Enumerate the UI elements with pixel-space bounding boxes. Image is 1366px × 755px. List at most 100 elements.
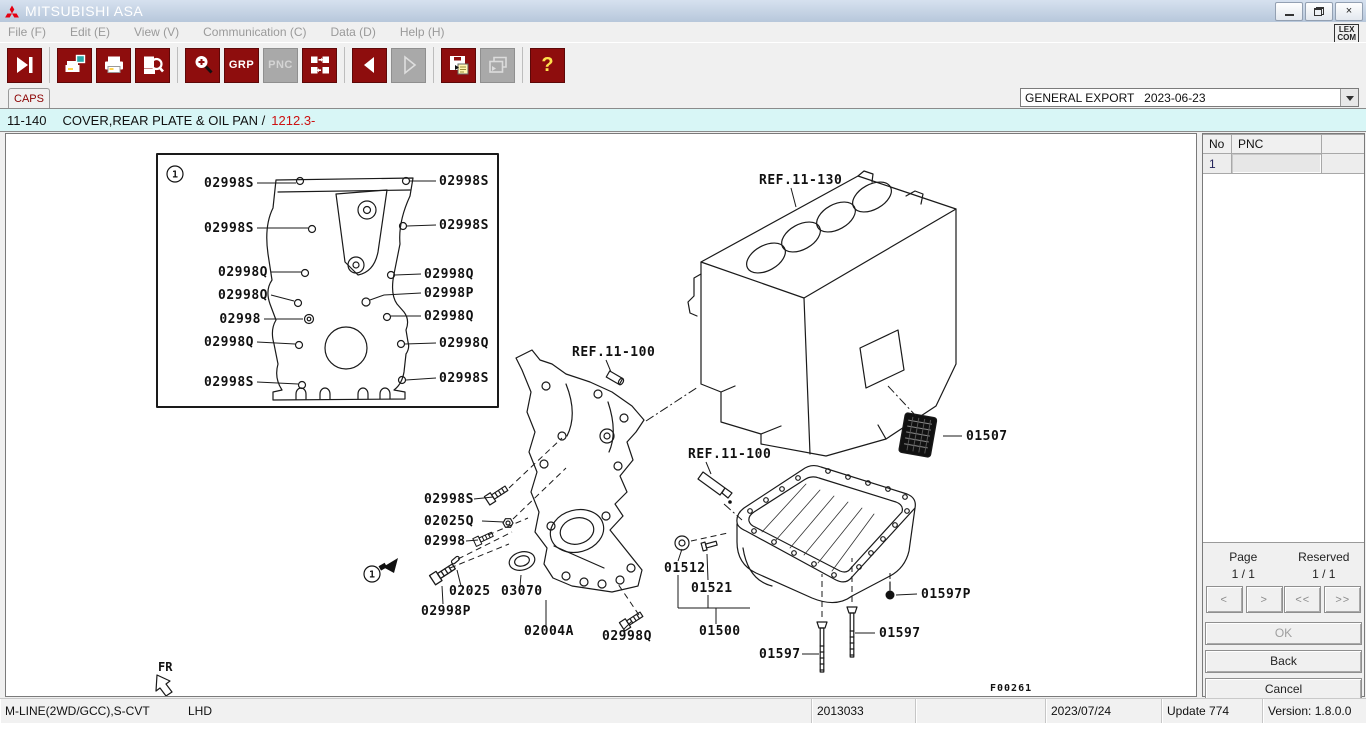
part-label-02025Q[interactable]: 02025Q: [424, 514, 474, 529]
part-label-REF.11-100[interactable]: REF.11-100: [572, 345, 655, 360]
minimize-icon: [1284, 11, 1294, 16]
restore-button[interactable]: [1305, 2, 1333, 21]
part-label-FR[interactable]: FR: [158, 660, 173, 674]
print-setup-button[interactable]: [57, 47, 92, 83]
part-label-02998[interactable]: 02998: [424, 534, 466, 549]
part-label-01500[interactable]: 01500: [699, 624, 741, 639]
part-label-F00261[interactable]: F00261: [990, 683, 1032, 694]
pager-section: Page 1 / 1 Reserved 1 / 1 < > <<: [1203, 542, 1364, 701]
part-label-01521[interactable]: 01521: [691, 581, 733, 596]
first-reserved-button[interactable]: <<: [1284, 586, 1322, 613]
section-title: COVER,REAR PLATE & OIL PAN /: [62, 112, 266, 128]
help-button[interactable]: ?: [530, 47, 565, 83]
multi-view-icon: [310, 56, 329, 74]
menu-file[interactable]: File (F): [8, 25, 46, 39]
status-model: M-LINE(2WD/GCC),S-CVT: [5, 704, 150, 718]
part-label-02998Q[interactable]: 02998Q: [439, 336, 489, 351]
minimize-button[interactable]: [1275, 2, 1303, 21]
toolbar-separator: [344, 47, 345, 83]
part-label-02998S[interactable]: 02998S: [439, 218, 489, 233]
part-label-03070[interactable]: 03070: [501, 584, 543, 599]
part-label-02998S[interactable]: 02998S: [204, 221, 254, 236]
forward-arrow-icon: [403, 55, 416, 75]
row-extra: [1322, 154, 1364, 174]
part-label-02998S[interactable]: 02998S: [204, 176, 254, 191]
part-label-02998Q[interactable]: 02998Q: [218, 265, 268, 280]
part-label-02998Q[interactable]: 02998Q: [204, 335, 254, 350]
diagram-canvas: 02998S 02998S 02998Q 02998Q 02998 02998Q 02998…: [5, 133, 1197, 697]
part-label-02998Q[interactable]: 02998Q: [424, 309, 474, 324]
part-label-02998S[interactable]: 02998S: [204, 375, 254, 390]
part-label-02998S[interactable]: 02998S: [439, 174, 489, 189]
menu-data[interactable]: Data (D): [330, 25, 376, 39]
part-label-02998S[interactable]: 02998S: [439, 371, 489, 386]
section-info-bar: 11-140 COVER,REAR PLATE & OIL PAN / 1212…: [0, 108, 1366, 132]
pnc-button: PNC: [263, 47, 298, 83]
print-preview-icon: [143, 56, 164, 74]
catalog-select[interactable]: GENERAL EXPORT 2023-06-23: [1020, 88, 1359, 107]
part-label-02998Q[interactable]: 02998Q: [218, 288, 268, 303]
multi-view-button[interactable]: [302, 47, 337, 83]
print-preview-button[interactable]: [135, 47, 170, 83]
part-label-02998Q[interactable]: 02998Q: [602, 629, 652, 644]
status-catalog-code: 2013033: [817, 704, 864, 718]
part-label-02998Q[interactable]: 02998Q: [424, 267, 474, 282]
prev-page-button[interactable]: <: [1205, 586, 1243, 613]
part-label-01597[interactable]: 01597: [759, 647, 801, 662]
tab-row: CAPS GENERAL EXPORT 2023-06-23: [0, 86, 1366, 109]
first-page-button[interactable]: [7, 47, 42, 83]
table-row[interactable]: 1: [1203, 154, 1364, 174]
ok-button: OK: [1205, 622, 1362, 645]
last-reserved-button[interactable]: >>: [1324, 586, 1362, 613]
part-label-02025[interactable]: 02025: [449, 584, 491, 599]
row-no: 1: [1203, 154, 1232, 174]
part-label-02998[interactable]: 02998: [219, 312, 261, 327]
grp-label: GRP: [228, 59, 255, 71]
close-button[interactable]: ×: [1335, 2, 1363, 21]
parts-panel: No PNC 1 Page 1 / 1 Reserved 1 / 1: [1202, 133, 1365, 701]
part-label-02004A[interactable]: 02004A: [524, 624, 574, 639]
part-label-01512[interactable]: 01512: [664, 561, 706, 576]
first-page-icon: [16, 57, 32, 73]
chevron-down-icon[interactable]: [1340, 89, 1358, 106]
titlebar: MITSUBISHI ASA ×: [0, 0, 1366, 22]
back-button-panel[interactable]: Back: [1205, 650, 1362, 673]
zoom-button[interactable]: [185, 47, 220, 83]
back-button[interactable]: [352, 47, 387, 83]
fr-direction-arrow: [155, 674, 173, 696]
callout-circle-1: [166, 165, 184, 183]
mitsubishi-logo-icon: [5, 5, 19, 17]
next-page-button[interactable]: >: [1245, 586, 1283, 613]
menu-communication[interactable]: Communication (C): [203, 25, 307, 39]
part-label-REF.11-100[interactable]: REF.11-100: [688, 447, 771, 462]
part-label-01507[interactable]: 01507: [966, 429, 1008, 444]
tab-caps[interactable]: CAPS: [8, 88, 50, 109]
main-area: 02998S 02998S 02998Q 02998Q 02998 02998Q 02998…: [0, 132, 1366, 701]
print-button[interactable]: [96, 47, 131, 83]
part-label-REF.11-130[interactable]: REF.11-130: [759, 173, 842, 188]
lexcom-badge-icon: LEX COM: [1334, 24, 1359, 44]
part-label-02998P[interactable]: 02998P: [424, 286, 474, 301]
assembly-dashdot-lines: [645, 385, 917, 521]
page-value: 1 / 1: [1231, 567, 1255, 581]
menu-edit[interactable]: Edit (E): [70, 25, 111, 39]
baffle-plate-art: [898, 412, 938, 458]
menubar: File (F) Edit (E) View (V) Communication…: [0, 22, 1366, 44]
leader-lines: [441, 187, 962, 655]
grp-button[interactable]: GRP: [224, 47, 259, 83]
chain-case-cover-art: [515, 349, 645, 593]
menu-view[interactable]: View (V): [134, 25, 180, 39]
section-code: 11-140: [7, 112, 47, 128]
part-label-01597P[interactable]: 01597P: [921, 587, 971, 602]
part-label-01597[interactable]: 01597: [879, 626, 921, 641]
bottom-filler: [0, 723, 1366, 755]
callout-number: 1: [172, 170, 178, 181]
close-icon: ×: [1345, 5, 1353, 17]
menu-help[interactable]: Help (H): [399, 25, 445, 39]
part-label-02998P[interactable]: 02998P: [421, 604, 471, 619]
save-button[interactable]: [441, 47, 476, 83]
toolbar-separator: [433, 47, 434, 83]
assembly-dash-lines: [449, 437, 891, 617]
status-bar: M-LINE(2WD/GCC),S-CVT LHD 2013033 2023/0…: [0, 698, 1366, 723]
part-label-02998S[interactable]: 02998S: [424, 492, 474, 507]
